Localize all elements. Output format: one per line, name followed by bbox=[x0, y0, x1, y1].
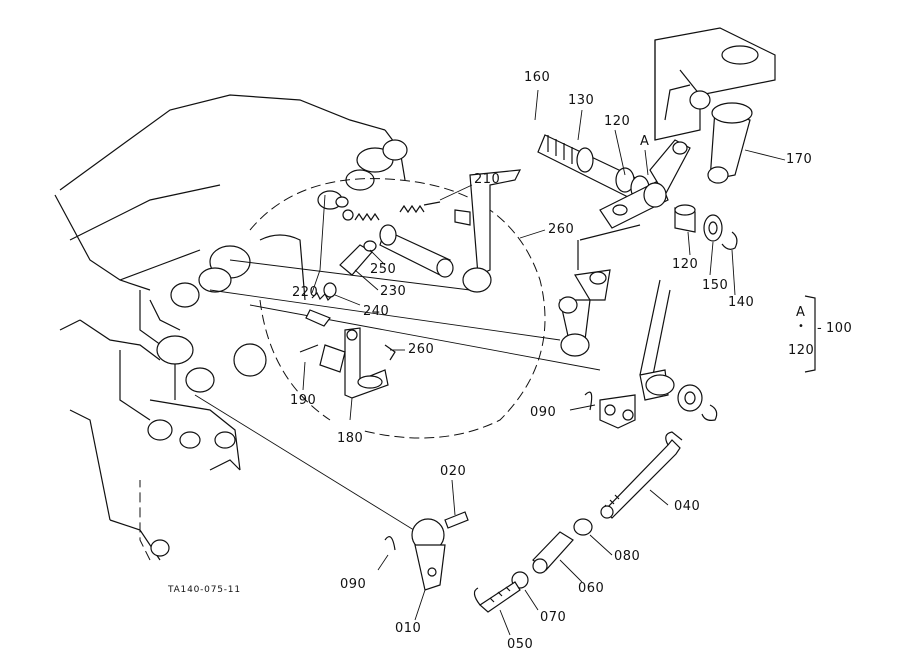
bracket bbox=[654, 27, 776, 141]
collar-stack bbox=[674, 204, 738, 250]
shaft-130 bbox=[537, 134, 650, 201]
arm-170 bbox=[689, 90, 753, 184]
legend-group: 100 bbox=[826, 321, 853, 336]
callout-090-b: 090 bbox=[340, 577, 367, 592]
callout-220: 220 bbox=[292, 285, 319, 300]
legend-dot: • bbox=[798, 321, 805, 332]
callout-140: 140 bbox=[728, 295, 755, 310]
callout-120: 120 bbox=[604, 114, 631, 129]
clevis-bracket bbox=[584, 391, 636, 429]
callout-160: 160 bbox=[524, 70, 551, 85]
callout-020: 020 bbox=[440, 464, 467, 479]
legend-dash: - bbox=[817, 321, 823, 336]
callout-260: 260 bbox=[548, 222, 575, 237]
rod-040 bbox=[600, 431, 683, 519]
callout-190: 190 bbox=[290, 393, 317, 408]
transmission-housing bbox=[54, 94, 601, 561]
callout-230: 230 bbox=[380, 284, 407, 299]
callout-a: A bbox=[640, 134, 650, 149]
callout-090: 090 bbox=[530, 405, 557, 420]
callout-180: 180 bbox=[337, 431, 364, 446]
callout-040: 040 bbox=[674, 499, 701, 514]
callout-150: 150 bbox=[702, 278, 729, 293]
drawing-code: TA140-075-11 bbox=[168, 585, 241, 595]
clevis-010 bbox=[384, 511, 469, 591]
middle-lever bbox=[335, 169, 522, 293]
legend-letter: A bbox=[796, 305, 806, 320]
callout-060: 060 bbox=[578, 581, 605, 596]
callout-250: 250 bbox=[370, 262, 397, 277]
lever-180 bbox=[299, 327, 396, 399]
callout-210: 210 bbox=[474, 172, 501, 187]
callout-080: 080 bbox=[614, 549, 641, 564]
callout-240: 240 bbox=[363, 304, 390, 319]
leader-lines bbox=[302, 89, 786, 636]
legend-bracket bbox=[804, 295, 816, 373]
callout-170: 170 bbox=[786, 152, 813, 167]
callout-010: 010 bbox=[395, 621, 422, 636]
legend-member: 120 bbox=[788, 343, 815, 358]
turnbuckle bbox=[473, 518, 593, 613]
callout-120-b: 120 bbox=[672, 257, 699, 272]
linkage-small-parts bbox=[305, 240, 377, 327]
callout-050: 050 bbox=[507, 637, 534, 652]
callout-260-b: 260 bbox=[408, 342, 435, 357]
clutch-housing-outline bbox=[249, 178, 546, 439]
right-lever bbox=[558, 224, 718, 421]
callout-070: 070 bbox=[540, 610, 567, 625]
arm-plate bbox=[599, 139, 691, 229]
callout-130: 130 bbox=[568, 93, 595, 108]
